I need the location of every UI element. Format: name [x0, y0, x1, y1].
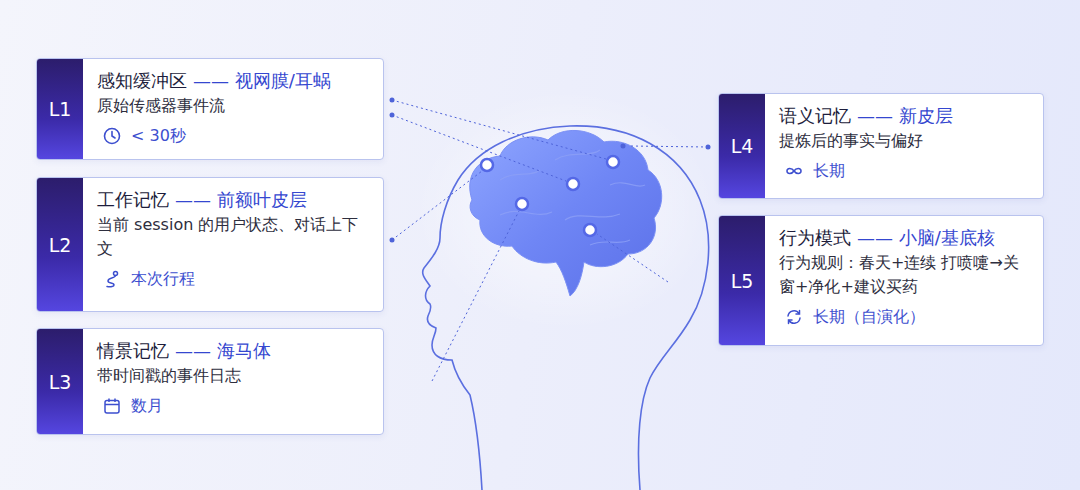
retention-icon-glyph [785, 308, 803, 326]
layer-name: 工作记忆 [97, 189, 169, 210]
card-content: 语义记忆 —— 新皮层提炼后的事实与偏好长期 [765, 94, 1043, 198]
brain-region: —— 前额叶皮层 [175, 189, 307, 210]
layer-description: 带时间戳的事件日志 [97, 364, 369, 388]
layer-name: 行为模式 [779, 227, 851, 248]
retention-icon [97, 397, 131, 415]
card-title: 行为模式 —— 小脑/基底核 [779, 225, 1029, 251]
layer-description: 当前 session 的用户状态、对话上下文 [97, 213, 369, 261]
memory-layer-card: L1 感知缓冲区 —— 视网膜/耳蜗原始传感器事件流 < 30秒 [36, 58, 384, 160]
layer-badge: L2 [37, 178, 83, 311]
card-title: 语义记忆 —— 新皮层 [779, 103, 1029, 129]
retention-icon [779, 308, 813, 326]
card-content: 工作记忆 —— 前额叶皮层当前 session 的用户状态、对话上下文本次行程 [83, 178, 383, 311]
retention-row: 数月 [97, 394, 369, 418]
card-title: 工作记忆 —— 前额叶皮层 [97, 187, 369, 213]
layer-description: 行为规则：春天+连续 打喷嚏→关窗+净化+建议买药 [779, 251, 1029, 299]
retention-period: 本次行程 [131, 267, 195, 291]
retention-row: 本次行程 [97, 267, 369, 291]
card-title: 感知缓冲区 —— 视网膜/耳蜗 [97, 68, 369, 94]
retention-icon [97, 127, 131, 145]
connection-dots [390, 98, 711, 243]
retention-row: 长期（自演化） [779, 305, 1029, 329]
memory-layer-card: L5 行为模式 —— 小脑/基底核行为规则：春天+连续 打喷嚏→关窗+净化+建议买药… [718, 215, 1044, 346]
memory-layer-card: L2 工作记忆 —— 前额叶皮层当前 session 的用户状态、对话上下文本次行程 [36, 177, 384, 312]
memory-layer-card: L4 语义记忆 —— 新皮层提炼后的事实与偏好长期 [718, 93, 1044, 199]
retention-icon-glyph [785, 162, 803, 180]
layer-badge: L5 [719, 216, 765, 345]
layer-description: 提炼后的事实与偏好 [779, 129, 1029, 153]
leader-lines [392, 100, 708, 381]
retention-icon-glyph [103, 127, 121, 145]
card-content: 行为模式 —— 小脑/基底核行为规则：春天+连续 打喷嚏→关窗+净化+建议买药长期… [765, 216, 1043, 345]
retention-period: 数月 [131, 394, 163, 418]
layer-description: 原始传感器事件流 [97, 94, 369, 118]
brain [470, 130, 662, 296]
layer-name: 语义记忆 [779, 105, 851, 126]
retention-icon-glyph [103, 270, 121, 288]
card-title: 情景记忆 —— 海马体 [97, 338, 369, 364]
brain-region: —— 海马体 [175, 340, 271, 361]
retention-icon-glyph [103, 397, 121, 415]
retention-period: 长期（自演化） [813, 305, 925, 329]
brain-folds [500, 150, 645, 245]
card-content: 情景记忆 —— 海马体带时间戳的事件日志数月 [83, 329, 383, 434]
retention-icon [779, 162, 813, 180]
retention-row: < 30秒 [97, 124, 369, 148]
layer-name: 感知缓冲区 [97, 70, 187, 91]
retention-period: < 30秒 [131, 124, 186, 148]
memory-layer-card: L3 情景记忆 —— 海马体带时间戳的事件日志数月 [36, 328, 384, 435]
retention-period: 长期 [813, 159, 845, 183]
retention-row: 长期 [779, 159, 1029, 183]
layer-badge: L4 [719, 94, 765, 198]
brain-region: —— 视网膜/耳蜗 [193, 70, 331, 91]
card-content: 感知缓冲区 —— 视网膜/耳蜗原始传感器事件流 < 30秒 [83, 59, 383, 159]
retention-icon [97, 270, 131, 288]
layer-badge: L1 [37, 59, 83, 159]
brain-region: —— 新皮层 [857, 105, 953, 126]
layer-name: 情景记忆 [97, 340, 169, 361]
brain-region: —— 小脑/基底核 [857, 227, 995, 248]
layer-badge: L3 [37, 329, 83, 434]
